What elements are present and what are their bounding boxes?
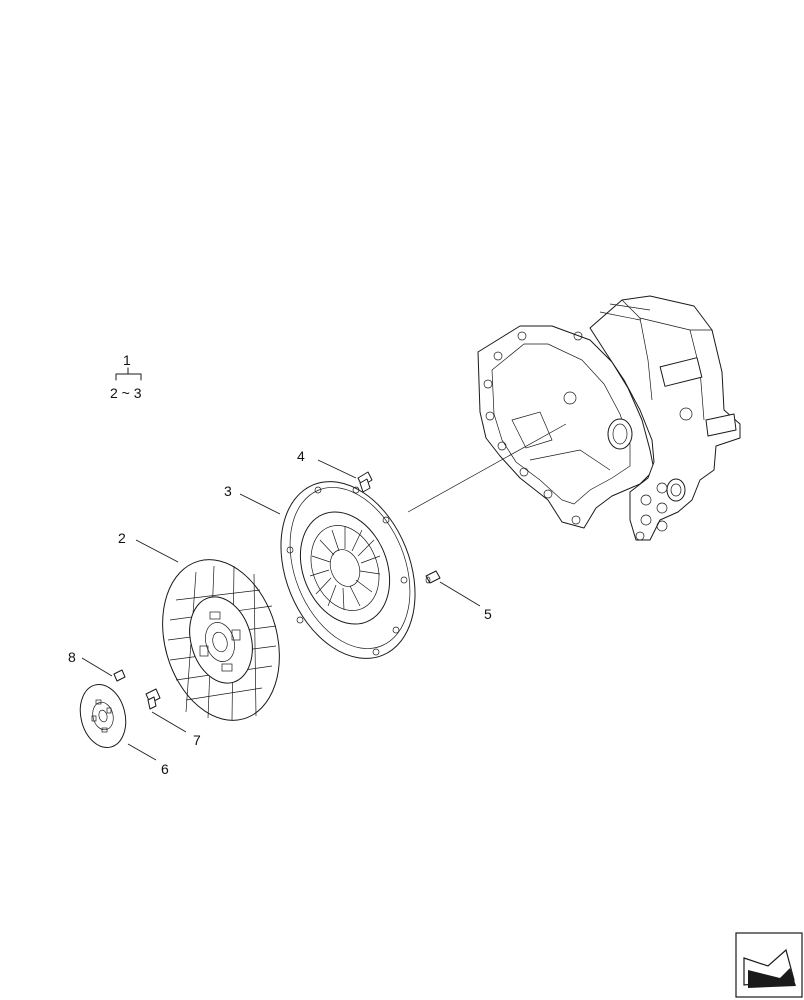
legend-bottom: 2 ~ 3 [110, 385, 142, 401]
assembly-legend: 1 2 ~ 3 [110, 352, 142, 401]
bolt [357, 471, 373, 493]
clutch-pressure-plate [280, 481, 416, 659]
leader-2 [135, 539, 179, 563]
dowel-pin [425, 570, 441, 584]
callout-labels: 2 3 4 5 6 7 8 [68, 448, 492, 777]
callout-7: 7 [193, 732, 201, 748]
callout-5: 5 [484, 606, 492, 622]
leader-4 [317, 459, 357, 479]
callout-2: 2 [118, 530, 126, 546]
clutch-disc [162, 559, 280, 721]
leader-3 [239, 493, 281, 515]
next-page-arrow-icon[interactable] [735, 932, 803, 998]
pto-disc [79, 683, 127, 749]
pin [113, 669, 126, 682]
callout-4: 4 [297, 448, 305, 464]
callout-leaders [81, 459, 481, 761]
callout-8: 8 [68, 649, 76, 665]
callout-3: 3 [224, 483, 232, 499]
leader-5 [439, 581, 481, 607]
diaphragm-fingers [309, 526, 381, 611]
leader-7 [151, 711, 187, 733]
callout-6: 6 [161, 761, 169, 777]
pressure-plate-rivets [286, 486, 408, 656]
leader-8 [81, 657, 113, 677]
leader-6 [127, 743, 157, 761]
assembly-centerline [407, 423, 567, 513]
legend-bracket [115, 367, 142, 381]
short-bolt [145, 688, 161, 710]
transmission-housing [477, 295, 741, 541]
legend-top: 1 [123, 352, 131, 368]
